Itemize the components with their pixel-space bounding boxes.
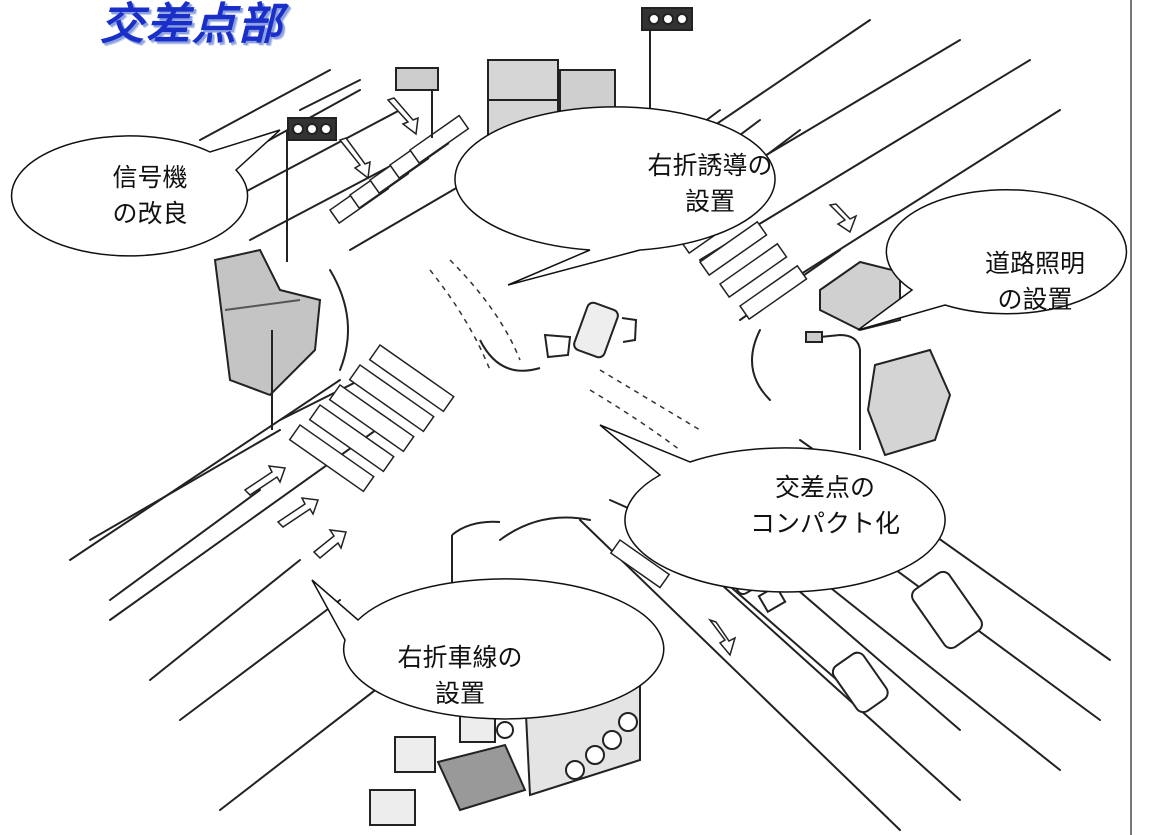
signal-pole-nw — [286, 117, 337, 262]
lane-arrow — [312, 529, 347, 560]
callout-right-turn-guide: 右折誘導の 設置 — [560, 148, 860, 220]
callout-signal-line2: の改良 — [112, 199, 188, 228]
callout-right-turn-lane-line2: 設置 — [434, 679, 485, 708]
callout-right-turn-guide-line1: 右折誘導の — [647, 151, 773, 180]
road-edge — [149, 559, 301, 681]
callout-right-turn-lane: 右折車線の 設置 — [310, 640, 610, 712]
callout-compact: 交差点の コンパクト化 — [680, 470, 970, 542]
corner-curb — [499, 516, 591, 541]
car-se — [831, 651, 889, 714]
road-edge — [759, 109, 1061, 301]
road-edge — [299, 79, 361, 111]
callout-bubble-compact — [599, 424, 946, 593]
lane-arrow — [243, 465, 287, 496]
callout-bubble-right-turn-lane — [311, 578, 665, 720]
callout-right-turn-guide-line2: 設置 — [684, 187, 735, 216]
bus-se — [911, 570, 983, 650]
road-edge — [109, 489, 261, 601]
street-light-east — [805, 331, 861, 450]
road-edge — [199, 69, 331, 141]
lane-arrow — [276, 497, 320, 528]
callout-right-turn-lane-line1: 右折車線の — [397, 643, 523, 672]
corner-curb — [329, 269, 349, 371]
road-edge — [179, 599, 341, 721]
right-turn-guide-line — [599, 369, 701, 431]
page-border — [1130, 0, 1132, 835]
callout-road-lighting: 道路照明 の設置 — [920, 246, 1150, 318]
lane-arrow — [386, 97, 419, 136]
crosswalk-west — [288, 343, 455, 493]
callout-bubble-signal — [10, 129, 281, 257]
page-title: 交差点部 — [100, 0, 284, 50]
lane-arrow — [707, 618, 737, 657]
corner-curb — [751, 329, 771, 401]
stop-line — [349, 179, 471, 251]
callout-road-lighting-line2: の設置 — [997, 285, 1073, 314]
right-turn-guide-line — [589, 389, 681, 451]
road-edge — [109, 419, 391, 621]
callout-bubble-road-lighting — [857, 189, 1128, 331]
callout-bubble-right-turn-guide — [454, 106, 776, 286]
right-turn-guide-line — [449, 259, 521, 361]
road-edge — [69, 379, 341, 561]
callout-signal-line1: 信号機 — [112, 163, 188, 192]
lane-arrow — [828, 203, 858, 234]
callout-compact-line2: コンパクト化 — [749, 509, 900, 538]
building-west — [213, 248, 322, 397]
road-edge — [89, 429, 281, 541]
right-turn-island — [479, 339, 541, 372]
signal-pole-nw-2 — [395, 67, 439, 138]
stop-line — [279, 379, 361, 421]
car-right-turning — [543, 301, 638, 359]
street-trees — [496, 712, 638, 780]
road-edge — [579, 519, 901, 831]
road-edge — [229, 109, 401, 201]
callout-compact-line1: 交差点の — [774, 473, 875, 502]
lane-arrow — [338, 137, 371, 180]
right-turn-guide-line — [429, 269, 491, 371]
callout-road-lighting-line1: 道路照明 — [984, 249, 1085, 278]
callout-signal: 信号機 の改良 — [40, 160, 260, 232]
crosswalk-north — [328, 114, 470, 225]
